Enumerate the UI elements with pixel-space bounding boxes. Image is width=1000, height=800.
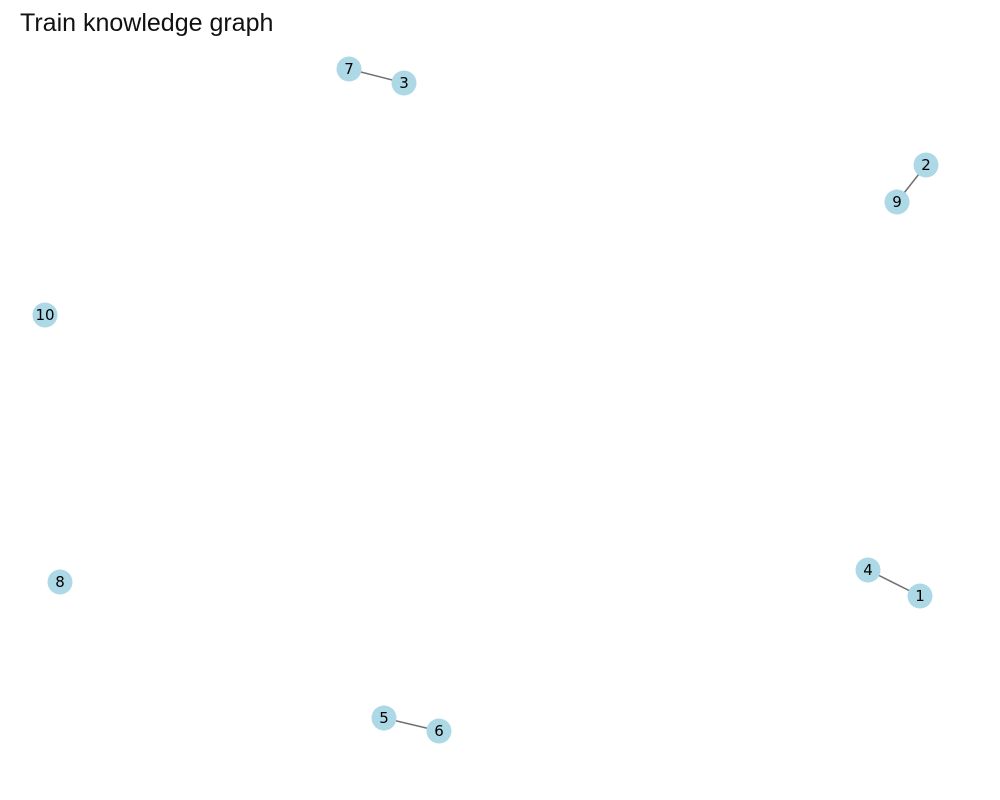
- node-circle-3: [391, 70, 417, 96]
- node-label-6: 6: [434, 722, 444, 740]
- node-7: 7: [336, 56, 362, 82]
- node-label-10: 10: [35, 306, 54, 324]
- node-circle-9: [884, 189, 910, 215]
- node-label-4: 4: [863, 561, 873, 579]
- node-circle-8: [47, 569, 73, 595]
- node-10: 10: [32, 302, 58, 328]
- node-2: 2: [913, 152, 939, 178]
- node-circle-2: [913, 152, 939, 178]
- node-circle-4: [855, 557, 881, 583]
- node-label-2: 2: [921, 156, 931, 174]
- node-4: 4: [855, 557, 881, 583]
- node-9: 9: [884, 189, 910, 215]
- node-label-7: 7: [344, 60, 354, 78]
- node-6: 6: [426, 718, 452, 744]
- node-1: 1: [907, 583, 933, 609]
- node-label-9: 9: [892, 193, 902, 211]
- node-3: 3: [391, 70, 417, 96]
- node-label-1: 1: [915, 587, 925, 605]
- node-circle-5: [371, 705, 397, 731]
- node-5: 5: [371, 705, 397, 731]
- node-circle-7: [336, 56, 362, 82]
- node-circle-1: [907, 583, 933, 609]
- nodes-layer: 1 2 3 4 5 6 7 8 9 10: [32, 56, 939, 744]
- node-label-8: 8: [55, 573, 65, 591]
- node-8: 8: [47, 569, 73, 595]
- node-circle-6: [426, 718, 452, 744]
- node-label-3: 3: [399, 74, 409, 92]
- diagram-title: Train knowledge graph: [20, 9, 274, 37]
- edges-layer: [348, 68, 927, 732]
- node-label-5: 5: [379, 709, 389, 727]
- node-circle-10: [32, 302, 58, 328]
